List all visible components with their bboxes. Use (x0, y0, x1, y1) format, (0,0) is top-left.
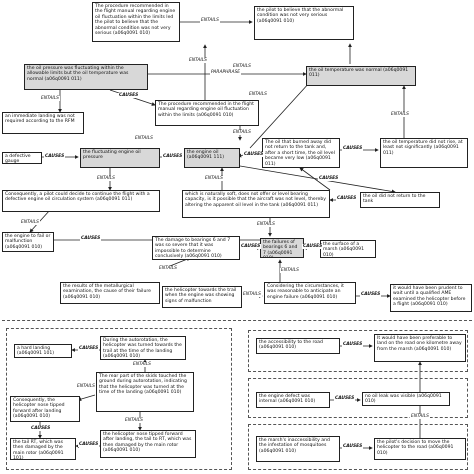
node-pilot-believe: the pilot to believe that the abnormal c… (254, 6, 354, 40)
edge-label-causes: CAUSES (80, 236, 102, 241)
region-divider (2, 320, 472, 322)
node-nose-tipped: Consequently, the helicopter nose tipped… (10, 396, 80, 422)
edge-label-causes: CAUSES (78, 442, 100, 447)
edge-label-causes: CAUSES (336, 196, 358, 201)
node-oil-not-return: the oil did not return to the tank (360, 192, 440, 208)
node-no-oil-leak: no oil leak was visible (a06q0091 010) (362, 392, 450, 406)
node-metallurgical: the results of the metallurgical examina… (60, 282, 160, 304)
edge-label-entails: ENTAILS (20, 220, 40, 225)
edge-label-entails: ENTAILS (76, 384, 96, 389)
edge-label-causes: CAUSES (78, 346, 100, 351)
node-hard-landing: a hard landing (a06q0091 101) (14, 344, 72, 358)
edge-label-entails: ENTAILS (256, 222, 276, 227)
edge-label-entails: ENTAILS (248, 92, 268, 97)
edge-label-entails: ENTAILS (390, 112, 410, 117)
node-engine-fail: the engine to fail or malfunction (a06q0… (2, 232, 54, 252)
edge-label-entails: ENTAILS (96, 176, 116, 181)
region-marsh (248, 424, 468, 470)
edge-label-entails: ENTAILS (158, 266, 178, 271)
edge-label-causes: CAUSES (342, 146, 364, 151)
node-bearing-failures: the failures of bearings 6 and 7 (a06q00… (260, 238, 304, 258)
node-defective-gauge: a defective gauge (2, 152, 42, 164)
region-landing (6, 328, 232, 470)
edge-n12-n15 (29, 209, 51, 233)
edge-label-entails: ENTAILS (232, 130, 252, 135)
node-fluctuating-pressure: the fluctuating engine oil pressure (80, 148, 160, 168)
node-nose-tail-combined: the helicopter nose tipped forward after… (100, 430, 196, 458)
edge-label-entails: ENTAILS (410, 414, 430, 419)
edge-label-entails: ENTAILS (134, 136, 154, 141)
node-road-access: the accessibility to the road (a06q0091 … (256, 338, 340, 354)
edge-label-entails: ENTAILS (40, 96, 60, 101)
edge-label-entails: ENTAILS (204, 176, 224, 181)
edge-label-entails: ENTAILS (242, 292, 262, 297)
edge-label-causes: CAUSES (342, 444, 364, 449)
node-engine-oil: the engine oil (a06q0091 111) (184, 148, 240, 168)
node-marsh-surface: the surface of a marsh (a06q0091 010) (320, 240, 376, 258)
edge-label-entails: ENTAILS (232, 64, 252, 69)
node-rear-skids: The rear part of the skids touched the g… (96, 372, 194, 412)
node-continue-flight: Consequently, a pilot could decide to co… (2, 190, 160, 212)
edge-label-entails: ENTAILS (188, 58, 208, 63)
edge-label-causes: CAUSES (318, 176, 340, 181)
node-oil-temp-not-rise: the oil temperature did not rise, at lea… (380, 138, 468, 168)
region-defect (248, 378, 468, 418)
edge-label-causes: CAUSES (342, 342, 364, 347)
node-oil-pressure-fluctuating: the oil pressure was fluctuating within … (24, 64, 148, 90)
edge-label-causes: CAUSES (44, 154, 66, 159)
edge-label-causes: CAUSES (162, 154, 184, 159)
node-helicopter-trail: the helicopter towards the trail when th… (162, 286, 242, 308)
edge-label-causes: CAUSES (30, 426, 52, 431)
edge-label-causes: CAUSES (360, 292, 382, 297)
node-tail-damaged: the tail RT, which was then damaged by t… (10, 438, 76, 460)
edge-label-entails: ENTAILS (124, 418, 144, 423)
edge-label-causes: CAUSES (302, 244, 324, 249)
node-procedure-belief: The procedure recommended in the flight … (92, 2, 180, 42)
node-oil-burned-away: The oil that burned away did not return … (262, 138, 340, 168)
edge-n9-n4 (249, 81, 311, 149)
node-marsh-soft: which is naturally soft, does not offer … (182, 190, 330, 218)
node-procedure-recommended: The procedure recommended in the flight … (155, 100, 259, 126)
node-land-on-road: It would have been preferable to land on… (374, 334, 466, 362)
node-anticipate-failure: Considering the circumstances, it was re… (264, 282, 356, 304)
edge-label-causes: CAUSES (334, 396, 356, 401)
edge-label-entails: ENTAILS (200, 18, 220, 23)
edge-label-entails: ENTAILS (280, 268, 300, 273)
node-defect-internal: the engine defect was internal (a06q0091… (256, 392, 330, 408)
edge-n14-n10 (299, 167, 331, 191)
node-autorotation-turned: During the autorotation, the helicopter … (100, 336, 186, 360)
edge-label-causes: CAUSES (118, 93, 140, 98)
node-immediate-landing: an immediate landing was not required ac… (2, 112, 84, 134)
edge-label-causes: CAUSES (243, 152, 265, 157)
edge-label-paraphrase: PARAPHRASE (210, 70, 242, 75)
node-marsh-inaccessible: the marsh's inaccessibility and the infe… (256, 436, 340, 462)
node-oil-temperature-normal: the oil temperature was normal (a06q0091… (306, 66, 416, 86)
region-road (248, 330, 468, 372)
node-decision-road: the pilot's decision to move the helicop… (374, 438, 466, 460)
node-bearing-damage: The damage to bearings 6 and 7 was so se… (152, 236, 240, 260)
edge-label-entails: ENTAILS (132, 362, 152, 367)
edge-n9-n14 (239, 165, 396, 194)
edge-label-causes: CAUSES (240, 244, 262, 249)
node-prudent-wait: it would have been prudent to wait until… (390, 284, 472, 312)
edge-b3-b4 (77, 394, 96, 402)
